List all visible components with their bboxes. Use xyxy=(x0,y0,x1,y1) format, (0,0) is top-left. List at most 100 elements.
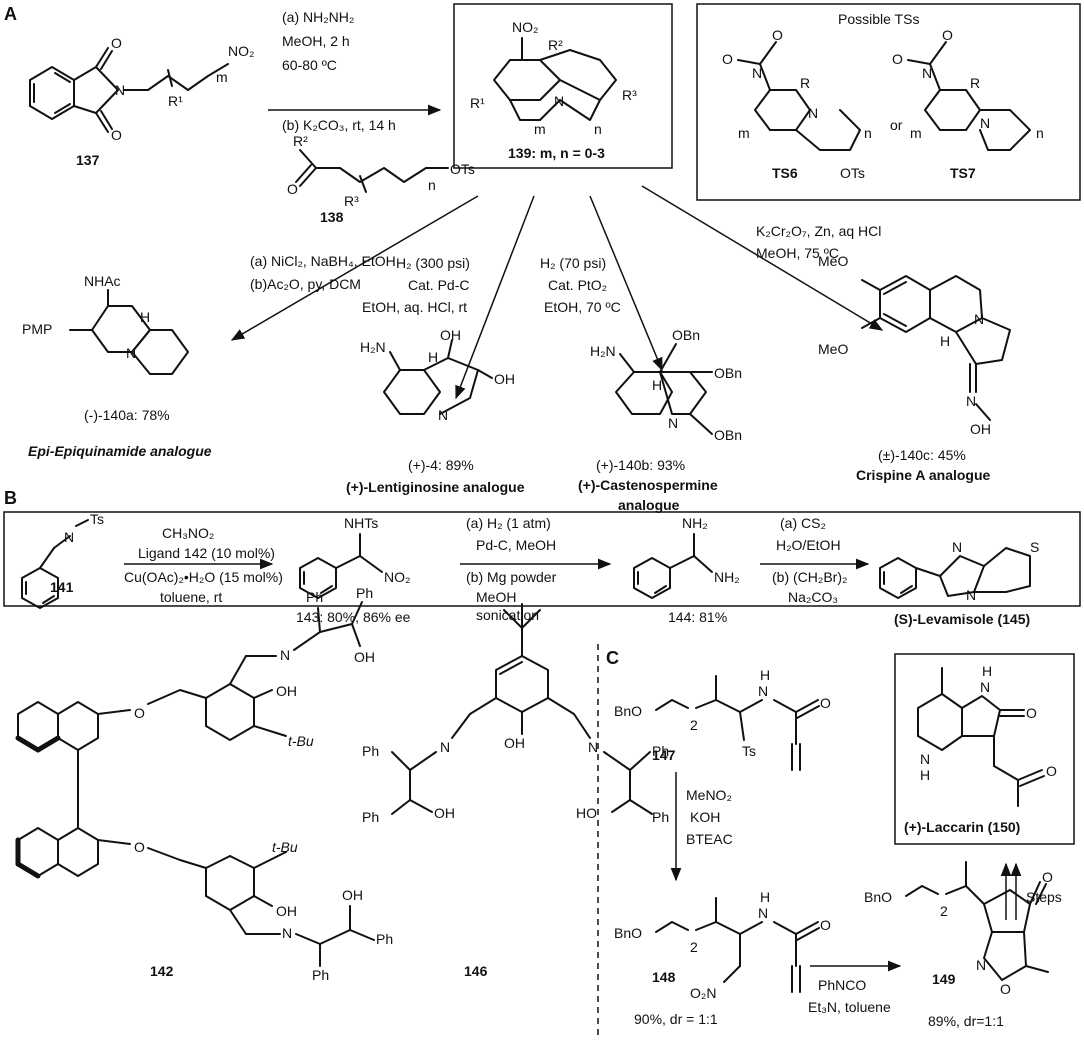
svg-text:OH: OH xyxy=(276,683,297,699)
svg-text:BnO: BnO xyxy=(614,703,642,719)
atom-n: n xyxy=(428,177,436,193)
compound-148: BnO 2 N H O O₂N 148 90%, dr = 1:1 xyxy=(614,889,831,1027)
svg-text:Cat. PtO₂: Cat. PtO₂ xyxy=(548,277,607,293)
svg-text:Ph: Ph xyxy=(362,743,379,759)
compound-145: N S N (S)-Levamisole (145) xyxy=(879,539,1039,627)
svg-text:N: N xyxy=(966,393,976,409)
atom-m: m xyxy=(534,121,546,137)
atom-no2: NO₂ xyxy=(512,19,538,35)
svg-text:MeOH, 2 h: MeOH, 2 h xyxy=(282,33,350,49)
svg-text:2: 2 xyxy=(940,903,948,919)
svg-text:Ph: Ph xyxy=(376,931,393,947)
reaction-arrow-b xyxy=(455,195,535,400)
svg-text:PhNCO: PhNCO xyxy=(818,977,866,993)
atom-r3: R³ xyxy=(622,87,637,103)
label-149: 149 xyxy=(932,971,956,987)
name-140c: Crispine A analogue xyxy=(856,467,991,483)
conditions-route-a: (a) NiCl₂, NaBH₄, EtOH (b)Ac₂O, py, DCM xyxy=(250,253,396,292)
svg-text:2: 2 xyxy=(690,717,698,733)
svg-text:BTEAC: BTEAC xyxy=(686,831,733,847)
svg-text:H: H xyxy=(920,767,930,783)
atom-r1: R¹ xyxy=(168,93,183,109)
svg-text:N: N xyxy=(440,739,450,755)
ligand-142: O O OH t-Bu N Ph Ph OH t-Bu OH N Ph xyxy=(15,585,393,983)
svg-text:Ts: Ts xyxy=(90,511,104,527)
svg-text:m: m xyxy=(910,125,922,141)
conditions-route-b: H₂ (300 psi) Cat. Pd-C EtOH, aq. HCl, rt xyxy=(362,255,470,315)
compound-147: BnO 2 N H O Ts 147 xyxy=(614,667,831,771)
atom-ots: OTs xyxy=(450,161,475,177)
ts6-label: TS6 xyxy=(772,165,798,181)
svg-text:O: O xyxy=(820,695,831,711)
svg-text:N: N xyxy=(64,529,74,545)
svg-text:NH₂: NH₂ xyxy=(682,515,708,531)
panel-label-b: B xyxy=(4,488,17,508)
transition-states-box xyxy=(696,3,1081,201)
svg-text:2: 2 xyxy=(690,939,698,955)
svg-text:H: H xyxy=(140,309,150,325)
svg-text:MeOH, 75 ºC: MeOH, 75 ºC xyxy=(756,245,839,261)
svg-text:Ph: Ph xyxy=(362,809,379,825)
svg-text:MeO: MeO xyxy=(818,253,848,269)
svg-text:NHTs: NHTs xyxy=(344,515,378,531)
svg-text:N: N xyxy=(280,647,290,663)
svg-text:Ph: Ph xyxy=(652,809,669,825)
svg-text:PMP: PMP xyxy=(22,321,52,337)
svg-text:Ph: Ph xyxy=(652,743,669,759)
svg-text:NHAc: NHAc xyxy=(84,273,121,289)
svg-text:HO: HO xyxy=(576,805,597,821)
svg-text:(a) NiCl₂, NaBH₄, EtOH: (a) NiCl₂, NaBH₄, EtOH xyxy=(250,253,396,269)
svg-text:OBn: OBn xyxy=(672,327,700,343)
compound-label-138: 138 xyxy=(320,209,344,225)
svg-text:N: N xyxy=(922,65,932,81)
conditions-c2: PhNCO Et₃N, toluene xyxy=(808,977,891,1015)
conditions-b2: (a) H₂ (1 atm) Pd-C, MeOH (b) Mg powder … xyxy=(466,515,557,623)
panel-label-a: A xyxy=(4,4,17,24)
svg-text:KOH: KOH xyxy=(690,809,720,825)
svg-text:O: O xyxy=(1000,981,1011,997)
name-140b-line2: analogue xyxy=(618,497,680,513)
svg-text:NO₂: NO₂ xyxy=(384,569,410,585)
svg-text:OH: OH xyxy=(970,421,991,437)
reaction-arrow-a xyxy=(230,195,479,341)
compound-140a: NHAc PMP H N (-)-140a: 78% Epi-Epiquinam… xyxy=(22,273,212,459)
svg-text:n: n xyxy=(864,125,872,141)
label-144: 144: 81% xyxy=(668,609,727,625)
atom-r1: R¹ xyxy=(470,95,485,111)
svg-text:O: O xyxy=(722,51,733,67)
svg-text:(b) K₂CO₃, rt, 14 h: (b) K₂CO₃, rt, 14 h xyxy=(282,117,396,133)
svg-text:t-Bu: t-Bu xyxy=(272,839,298,855)
svg-text:H: H xyxy=(982,663,992,679)
transition-state-ts7: O O N R N m n TS7 xyxy=(892,27,1044,181)
transition-state-ts6: O O N R N m n OTs TS6 xyxy=(722,27,872,181)
svg-text:R: R xyxy=(970,75,980,91)
svg-text:O: O xyxy=(892,51,903,67)
compound-label-137: 137 xyxy=(76,152,100,168)
svg-text:t-Bu: t-Bu xyxy=(288,733,314,749)
svg-text:O: O xyxy=(942,27,953,43)
svg-text:(b) Mg powder: (b) Mg powder xyxy=(466,569,557,585)
conditions-b3: (a) CS₂ H₂O/EtOH (b) (CH₂Br)₂ Na₂CO₃ xyxy=(772,515,847,605)
label-142: 142 xyxy=(150,963,174,979)
compound-143: NHTs NO₂ 143: 80%, 86% ee xyxy=(296,515,411,625)
svg-text:N: N xyxy=(966,587,976,603)
conditions-route-c: H₂ (70 psi) Cat. PtO₂ EtOH, 70 ºC xyxy=(540,255,621,315)
atom-o: O xyxy=(287,181,298,197)
atom-o: O xyxy=(111,35,122,51)
svg-text:MeO: MeO xyxy=(818,341,848,357)
svg-text:O: O xyxy=(1042,869,1053,885)
ts-box-title: Possible TSs xyxy=(838,11,919,27)
atom-n: N xyxy=(554,93,564,109)
svg-text:(a) NH₂NH₂: (a) NH₂NH₂ xyxy=(282,9,354,25)
atom-r2: R² xyxy=(548,37,563,53)
compound-144: NH₂ NH₂ 144: 81% xyxy=(633,515,740,625)
label-147: 147 xyxy=(652,747,676,763)
svg-text:Ligand 142 (10 mol%): Ligand 142 (10 mol%) xyxy=(138,545,275,561)
svg-text:N: N xyxy=(752,65,762,81)
atom-m: m xyxy=(216,69,228,85)
svg-text:H₂ (300 psi): H₂ (300 psi) xyxy=(396,255,470,271)
svg-text:O: O xyxy=(772,27,783,43)
svg-text:m: m xyxy=(738,125,750,141)
compound-141: N Ts 141 xyxy=(21,511,104,609)
